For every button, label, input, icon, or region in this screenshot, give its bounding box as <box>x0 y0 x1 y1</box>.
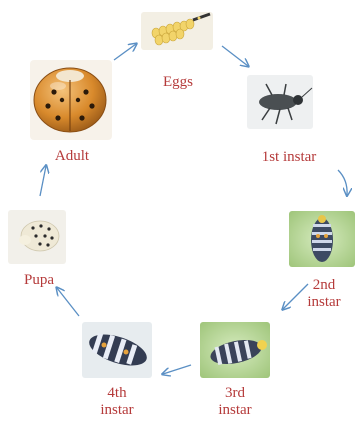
label-adult: Adult <box>40 148 104 165</box>
arrow-adult-to-eggs <box>114 44 136 60</box>
larva-photo-1st-instar <box>247 75 313 129</box>
label-eggs: Eggs <box>150 74 206 91</box>
label-3rd-instar: 3rd instar <box>208 385 262 419</box>
arrow-1st-to-2nd-instar <box>338 170 347 195</box>
larva-photo-3rd-instar <box>200 322 270 378</box>
ladybird-photo <box>30 60 112 140</box>
larva-photo-2nd-instar <box>289 211 355 267</box>
arrow-eggs-to-1st-instar <box>222 46 248 66</box>
arrow-pupa-to-adult <box>40 166 46 196</box>
pupa-photo <box>8 210 66 264</box>
arrow-4th-instar-to-pupa <box>57 288 79 316</box>
label-4th-instar: 4th instar <box>90 385 144 419</box>
egg-cluster-photo <box>141 12 213 50</box>
label-2nd-instar: 2nd instar <box>300 277 348 311</box>
label-pupa: Pupa <box>14 272 64 289</box>
arrow-3rd-to-4th-instar <box>163 365 191 374</box>
larva-photo-4th-instar <box>82 322 152 378</box>
label-1st-instar: 1st instar <box>248 149 330 166</box>
